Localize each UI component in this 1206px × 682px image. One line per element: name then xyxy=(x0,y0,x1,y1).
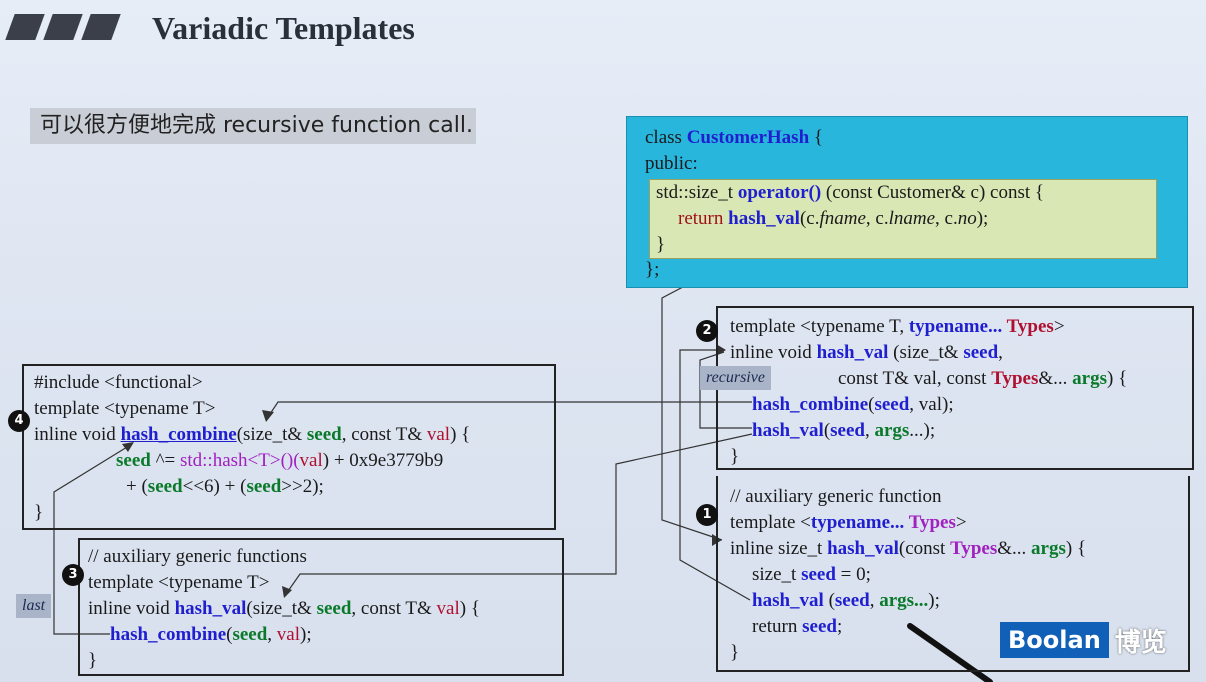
code-line: hash_combine(seed, val); xyxy=(110,624,312,645)
code-line: const T& val, const Types&... args) { xyxy=(838,368,1128,389)
code-line: public: xyxy=(645,153,698,174)
code-line: }; xyxy=(645,259,660,280)
code-line: std::size_t operator() (const Customer& … xyxy=(656,182,1045,203)
hash-val-last-box: // auxiliary generic functions template … xyxy=(78,538,564,676)
code-line: template <typename T, typename... Types> xyxy=(730,316,1065,337)
hash-val-variadic-box: template <typename T, typename... Types>… xyxy=(716,306,1194,470)
code-line: // auxiliary generic functions xyxy=(88,546,307,567)
code-line: } xyxy=(730,446,740,467)
logo-brand: Boolan xyxy=(1000,622,1109,658)
step-badge-1: 1 xyxy=(696,504,718,526)
step-badge-3: 3 xyxy=(62,564,84,586)
code-line: #include <functional> xyxy=(34,372,203,393)
code-line: class CustomerHash { xyxy=(645,127,824,148)
code-line: } xyxy=(34,502,44,523)
code-line: hash_val (seed, args...); xyxy=(752,590,940,611)
code-line: seed ^= std::hash<T>()(val) + 0x9e3779b9 xyxy=(116,450,444,471)
code-line: template <typename T> xyxy=(88,572,270,593)
customer-hash-box: class CustomerHash { public: std::size_t… xyxy=(626,116,1188,288)
code-line: } xyxy=(88,650,98,671)
logo-brand-cn: 博览 xyxy=(1114,627,1167,658)
code-line: + (seed<<6) + (seed>>2); xyxy=(126,476,324,497)
pen-pointer xyxy=(907,623,993,682)
step-badge-2: 2 xyxy=(696,320,718,342)
code-line: template <typename... Types> xyxy=(730,512,967,533)
arrow-recursive xyxy=(699,351,752,429)
code-line: inline void hash_val (size_t& seed, xyxy=(730,342,1003,363)
operator-body: std::size_t operator() (const Customer& … xyxy=(649,179,1157,259)
code-line: inline void hash_combine(size_t& seed, c… xyxy=(34,424,471,445)
code-line: return seed; xyxy=(752,616,843,637)
code-line: size_t seed = 0; xyxy=(752,564,871,585)
arrow-to-hashval-3 xyxy=(285,433,753,595)
step-badge-4: 4 xyxy=(8,410,30,432)
code-line: template <typename T> xyxy=(34,398,216,419)
code-line: } xyxy=(656,234,666,255)
code-line: } xyxy=(730,642,740,663)
arrow-hashval1-to-hashval2 xyxy=(679,349,751,601)
code-line: inline void hash_val(size_t& seed, const… xyxy=(88,598,480,619)
code-line: inline size_t hash_val(const Types&... a… xyxy=(730,538,1087,559)
recursive-tag: recursive xyxy=(700,366,771,390)
slide-subtitle: 可以很方便地完成 recursive function call. xyxy=(30,108,476,144)
code-line: hash_combine(seed, val); xyxy=(752,394,954,415)
boolan-logo: Boolan 博览 xyxy=(1000,622,1167,658)
last-tag: last xyxy=(16,594,52,618)
hash-combine-box: #include <functional> template <typename… xyxy=(22,364,556,530)
code-line: hash_val(seed, args...); xyxy=(752,420,936,441)
arrow-last xyxy=(53,443,133,635)
slide-title: Variadic Templates xyxy=(152,10,415,46)
code-line: return hash_val(c.fname, c.lname, c.no); xyxy=(678,208,989,229)
hash-val-entry-box: // auxiliary generic function template <… xyxy=(716,476,1190,672)
code-line: // auxiliary generic function xyxy=(730,486,942,507)
